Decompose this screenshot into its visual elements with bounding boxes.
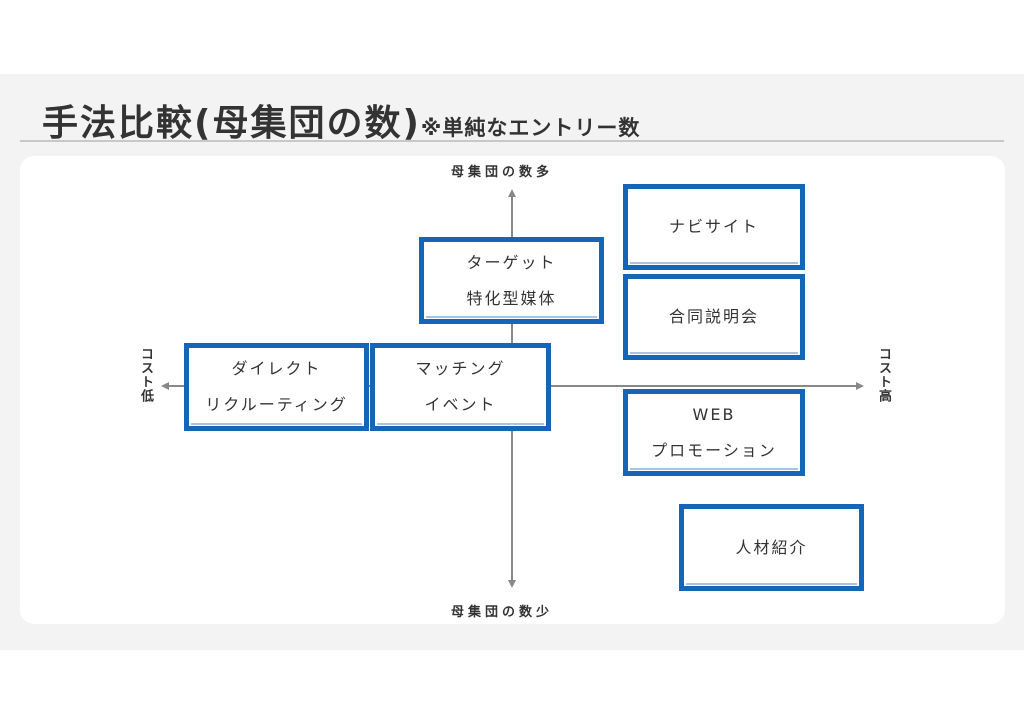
- box-matching-event-line1: マッチング: [415, 359, 506, 378]
- box-direct-recruiting: ダイレクト リクルーティング: [184, 343, 369, 431]
- box-direct-recruiting-line1: ダイレクト: [231, 359, 322, 378]
- box-matching-event-line2: イベント: [424, 395, 497, 414]
- box-joint-session: 合同説明会: [623, 274, 805, 360]
- axis-label-top: 母集団の数多: [451, 165, 554, 180]
- box-web-promotion-line1: WEB: [692, 404, 736, 424]
- title-main: 手法比較(母集団の数): [42, 103, 421, 144]
- axis-label-left: コスト低: [138, 347, 153, 403]
- slide-title: 手法比較(母集団の数)※単純なエントリー数: [42, 94, 640, 146]
- box-staffing-agency-line1: 人材紹介: [735, 537, 808, 557]
- box-target-media: ターゲット 特化型媒体: [419, 237, 604, 324]
- box-direct-recruiting-line2: リクルーティング: [205, 395, 348, 414]
- axis-label-right: コスト高: [876, 347, 891, 403]
- box-joint-session-line1: 合同説明会: [668, 307, 759, 326]
- box-navi-site-line1: ナビサイト: [668, 217, 759, 236]
- axis-label-bottom: 母集団の数少: [451, 605, 554, 620]
- title-note: ※単純なエントリー数: [420, 116, 641, 140]
- box-target-media-line1: ターゲット: [466, 252, 557, 272]
- box-staffing-agency: 人材紹介: [679, 504, 864, 591]
- box-target-media-line2: 特化型媒体: [466, 288, 557, 308]
- title-divider: [20, 140, 1004, 142]
- box-web-promotion: WEB プロモーション: [623, 389, 805, 476]
- box-web-promotion-line2: プロモーション: [651, 440, 777, 460]
- box-navi-site: ナビサイト: [623, 184, 805, 270]
- box-matching-event: マッチング イベント: [370, 343, 551, 431]
